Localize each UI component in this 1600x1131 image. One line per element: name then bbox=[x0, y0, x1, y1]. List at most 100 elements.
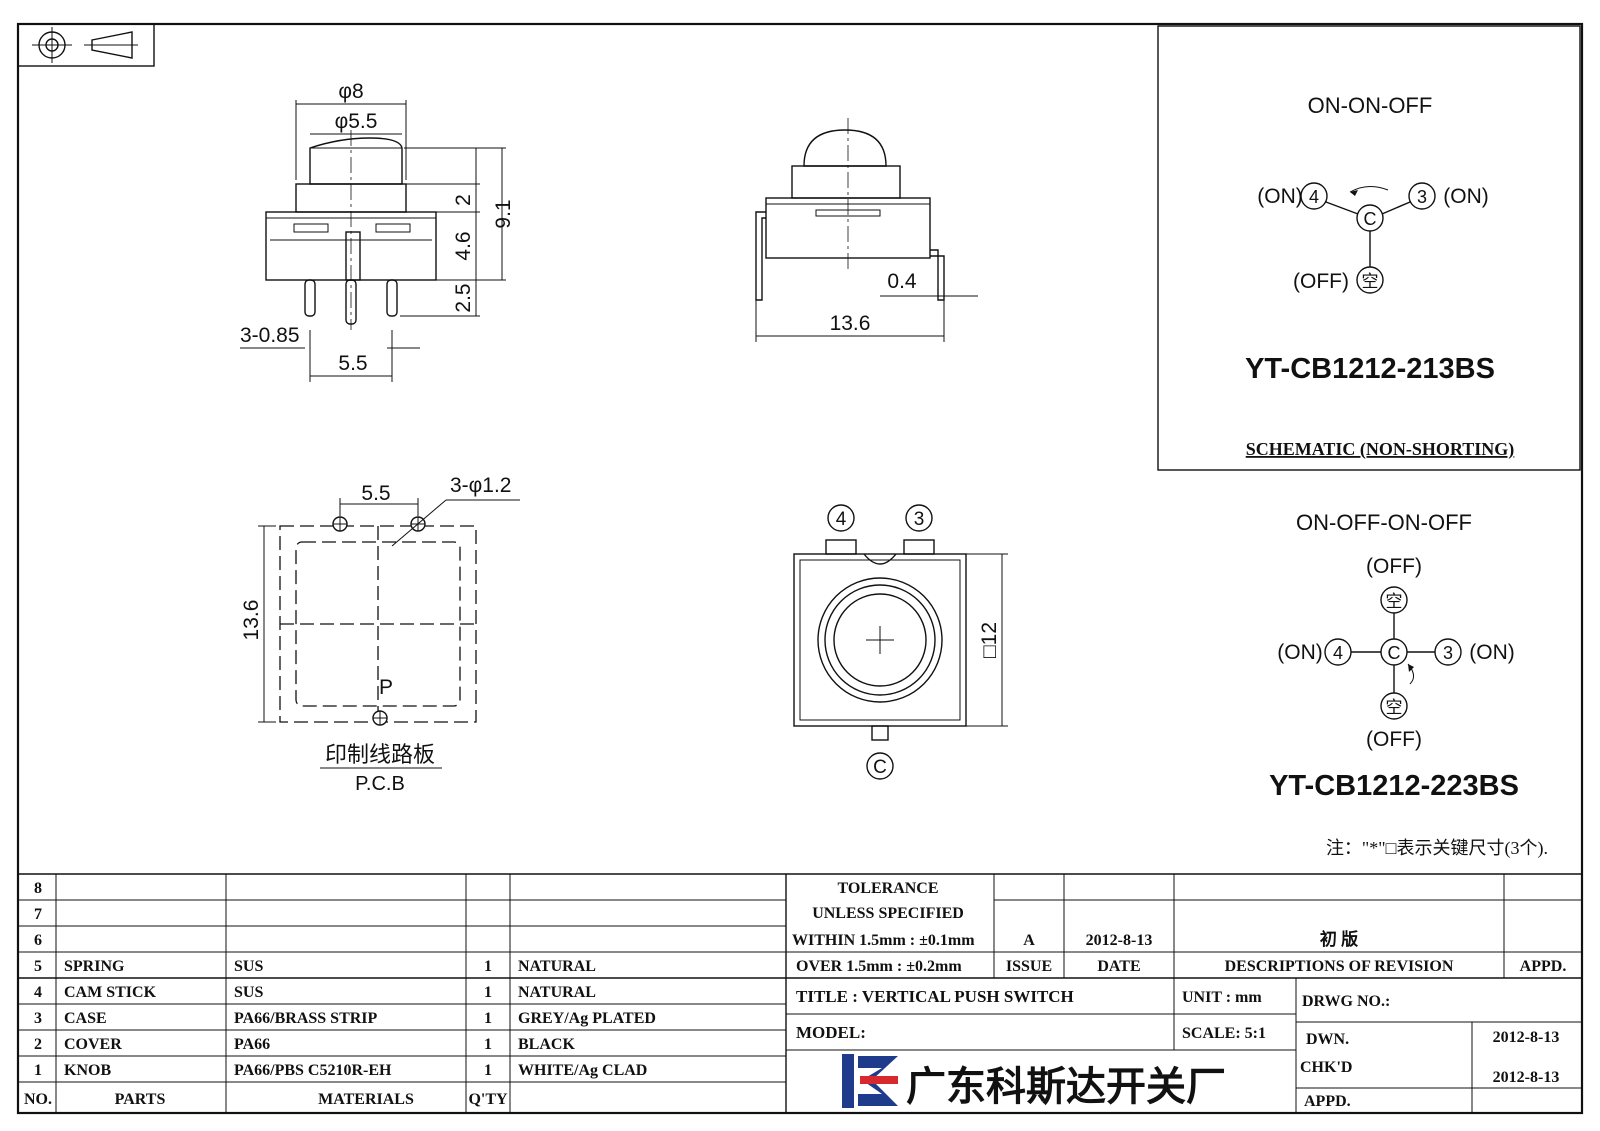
revision-block: A 2012-8-13 初 版 ISSUE DATE DESCRIPTIONS … bbox=[1006, 929, 1566, 975]
schematic-box bbox=[1157, 25, 1581, 471]
schematic1-left: (ON) bbox=[1257, 185, 1303, 208]
dim-pcb-pitch: 5.5 bbox=[361, 482, 390, 505]
svg-text:DWN.: DWN. bbox=[1306, 1031, 1349, 1048]
svg-text:3: 3 bbox=[34, 1010, 42, 1027]
svg-text:CAM STICK: CAM STICK bbox=[64, 984, 157, 1001]
bom-header: NO. PARTS MATERIALS Q'TY bbox=[24, 1091, 508, 1108]
dim-2: 2 bbox=[452, 194, 475, 206]
svg-text:GREY/Ag PLATED: GREY/Ag PLATED bbox=[518, 1010, 656, 1027]
svg-text:DESCRIPTIONS OF REVISION: DESCRIPTIONS OF REVISION bbox=[1225, 958, 1454, 975]
table-row: 8 bbox=[34, 880, 42, 897]
dim-9-1: 9.1 bbox=[492, 199, 515, 228]
svg-text:1: 1 bbox=[484, 1062, 492, 1079]
svg-text:2012-8-13: 2012-8-13 bbox=[1493, 1069, 1560, 1086]
front-view bbox=[265, 130, 437, 330]
schematic1-mode: ON-ON-OFF bbox=[1308, 93, 1433, 118]
svg-text:BLACK: BLACK bbox=[518, 1036, 575, 1053]
svg-text:2012-8-13: 2012-8-13 bbox=[1493, 1029, 1560, 1046]
svg-text:WHITE/Ag CLAD: WHITE/Ag CLAD bbox=[518, 1062, 647, 1079]
svg-text:2012-8-13: 2012-8-13 bbox=[1086, 932, 1153, 949]
table-row: 2 COVER PA66 1 BLACK bbox=[34, 1036, 575, 1053]
scale: SCALE: 5:1 bbox=[1182, 1025, 1266, 1042]
svg-text:COVER: COVER bbox=[64, 1036, 122, 1053]
schematic-caption: SCHEMATIC (NON-SHORTING) bbox=[1246, 439, 1515, 460]
svg-text:CASE: CASE bbox=[64, 1010, 107, 1027]
svg-text:Q'TY: Q'TY bbox=[468, 1091, 508, 1108]
svg-text:UNLESS SPECIFIED: UNLESS SPECIFIED bbox=[812, 905, 964, 922]
pcb-dimensions bbox=[258, 498, 520, 769]
side-view bbox=[755, 118, 945, 301]
sheet-border bbox=[16, 22, 1584, 1115]
table-row: 6 bbox=[34, 932, 42, 949]
schematic2-top: (OFF) bbox=[1366, 555, 1422, 578]
dim-phi5-5: φ5.5 bbox=[335, 110, 378, 133]
bom-table: 8 7 6 5 SPRING SUS 1 NATURAL 4 CAM STICK… bbox=[24, 880, 656, 1108]
company-name: 广东科斯达开关厂 bbox=[906, 1065, 1226, 1109]
svg-text:APPD.: APPD. bbox=[1520, 958, 1567, 975]
schematic2-n3: 3 bbox=[1443, 643, 1453, 663]
dim-holes: 3-φ1.2 bbox=[450, 474, 511, 497]
svg-text:OVER 1.5mm : ±0.2mm: OVER 1.5mm : ±0.2mm bbox=[796, 958, 962, 975]
pcb-label-cn: 印制线路板 bbox=[325, 742, 435, 767]
svg-text:1: 1 bbox=[484, 1036, 492, 1053]
label-p: P bbox=[379, 676, 393, 699]
svg-text:TOLERANCE: TOLERANCE bbox=[837, 880, 938, 897]
schematic2-left: (ON) bbox=[1277, 641, 1323, 664]
svg-text:初 版: 初 版 bbox=[1320, 929, 1358, 949]
dim-square: □12 bbox=[978, 622, 1001, 658]
terminal-3: 3 bbox=[914, 509, 925, 530]
schematic1-right: (ON) bbox=[1443, 185, 1489, 208]
table-grid bbox=[18, 873, 1582, 1113]
schematic2-nk2: 空 bbox=[1386, 698, 1403, 717]
note-text: 注："*"□表示关键尺寸(3个). bbox=[1326, 838, 1548, 859]
schematic2-nc: C bbox=[1388, 643, 1401, 663]
svg-text:ISSUE: ISSUE bbox=[1006, 958, 1052, 975]
svg-text:MATERIALS: MATERIALS bbox=[318, 1091, 414, 1108]
svg-text:KNOB: KNOB bbox=[64, 1062, 111, 1079]
schematic1-nk: 空 bbox=[1362, 272, 1379, 291]
dim-pitch: 5.5 bbox=[338, 352, 367, 375]
schematic2-right: (ON) bbox=[1469, 641, 1515, 664]
svg-text:5: 5 bbox=[34, 958, 42, 975]
table-row: 7 bbox=[34, 906, 42, 923]
svg-text:NATURAL: NATURAL bbox=[518, 984, 596, 1001]
schematic1-nc: C bbox=[1364, 209, 1377, 229]
table-row: 5 SPRING SUS 1 NATURAL bbox=[34, 958, 596, 975]
side-dimensions bbox=[755, 295, 978, 342]
tolerance-block: TOLERANCE UNLESS SPECIFIED WITHIN 1.5mm … bbox=[792, 880, 975, 975]
svg-text:SPRING: SPRING bbox=[64, 958, 125, 975]
pcb-layout-view bbox=[279, 516, 477, 726]
svg-text:7: 7 bbox=[34, 906, 42, 923]
drawing-title: TITLE : VERTICAL PUSH SWITCH bbox=[796, 987, 1074, 1006]
top-dimensions bbox=[966, 553, 1008, 727]
drwg-no: DRWG NO.: bbox=[1302, 993, 1390, 1010]
schematic1-n3: 3 bbox=[1417, 187, 1427, 207]
dim-phi8: φ8 bbox=[338, 80, 363, 103]
dim-2-5: 2.5 bbox=[452, 283, 475, 312]
svg-text:4: 4 bbox=[34, 984, 42, 1001]
projection-symbol-icon bbox=[17, 23, 155, 67]
svg-text:1: 1 bbox=[484, 984, 492, 1001]
svg-text:WITHIN 1.5mm : ±0.1mm: WITHIN 1.5mm : ±0.1mm bbox=[792, 932, 975, 949]
schematic1-bottom: (OFF) bbox=[1293, 270, 1349, 293]
unit: UNIT : mm bbox=[1182, 989, 1262, 1006]
svg-text:SUS: SUS bbox=[234, 958, 263, 975]
table-row: 4 CAM STICK SUS 1 NATURAL bbox=[34, 984, 596, 1001]
schematic2-nk1: 空 bbox=[1386, 592, 1403, 611]
schematic1-diagram bbox=[1300, 182, 1436, 294]
front-dimensions bbox=[240, 100, 506, 382]
company-logo-icon bbox=[842, 1054, 898, 1108]
dim-width-side: 13.6 bbox=[830, 312, 871, 335]
svg-text:NATURAL: NATURAL bbox=[518, 958, 596, 975]
svg-text:PA66/PBS C5210R-EH: PA66/PBS C5210R-EH bbox=[234, 1062, 392, 1079]
svg-text:NO.: NO. bbox=[24, 1091, 52, 1108]
svg-text:1: 1 bbox=[484, 1010, 492, 1027]
table-row: 3 CASE PA66/BRASS STRIP 1 GREY/Ag PLATED bbox=[34, 1010, 656, 1027]
title-block: TITLE : VERTICAL PUSH SWITCH UNIT : mm D… bbox=[796, 987, 1559, 1110]
svg-text:6: 6 bbox=[34, 932, 42, 949]
svg-text:PARTS: PARTS bbox=[115, 1091, 166, 1108]
schematic2-n4: 4 bbox=[1333, 643, 1343, 663]
dim-4-6: 4.6 bbox=[452, 231, 475, 260]
svg-text:2: 2 bbox=[34, 1036, 42, 1053]
